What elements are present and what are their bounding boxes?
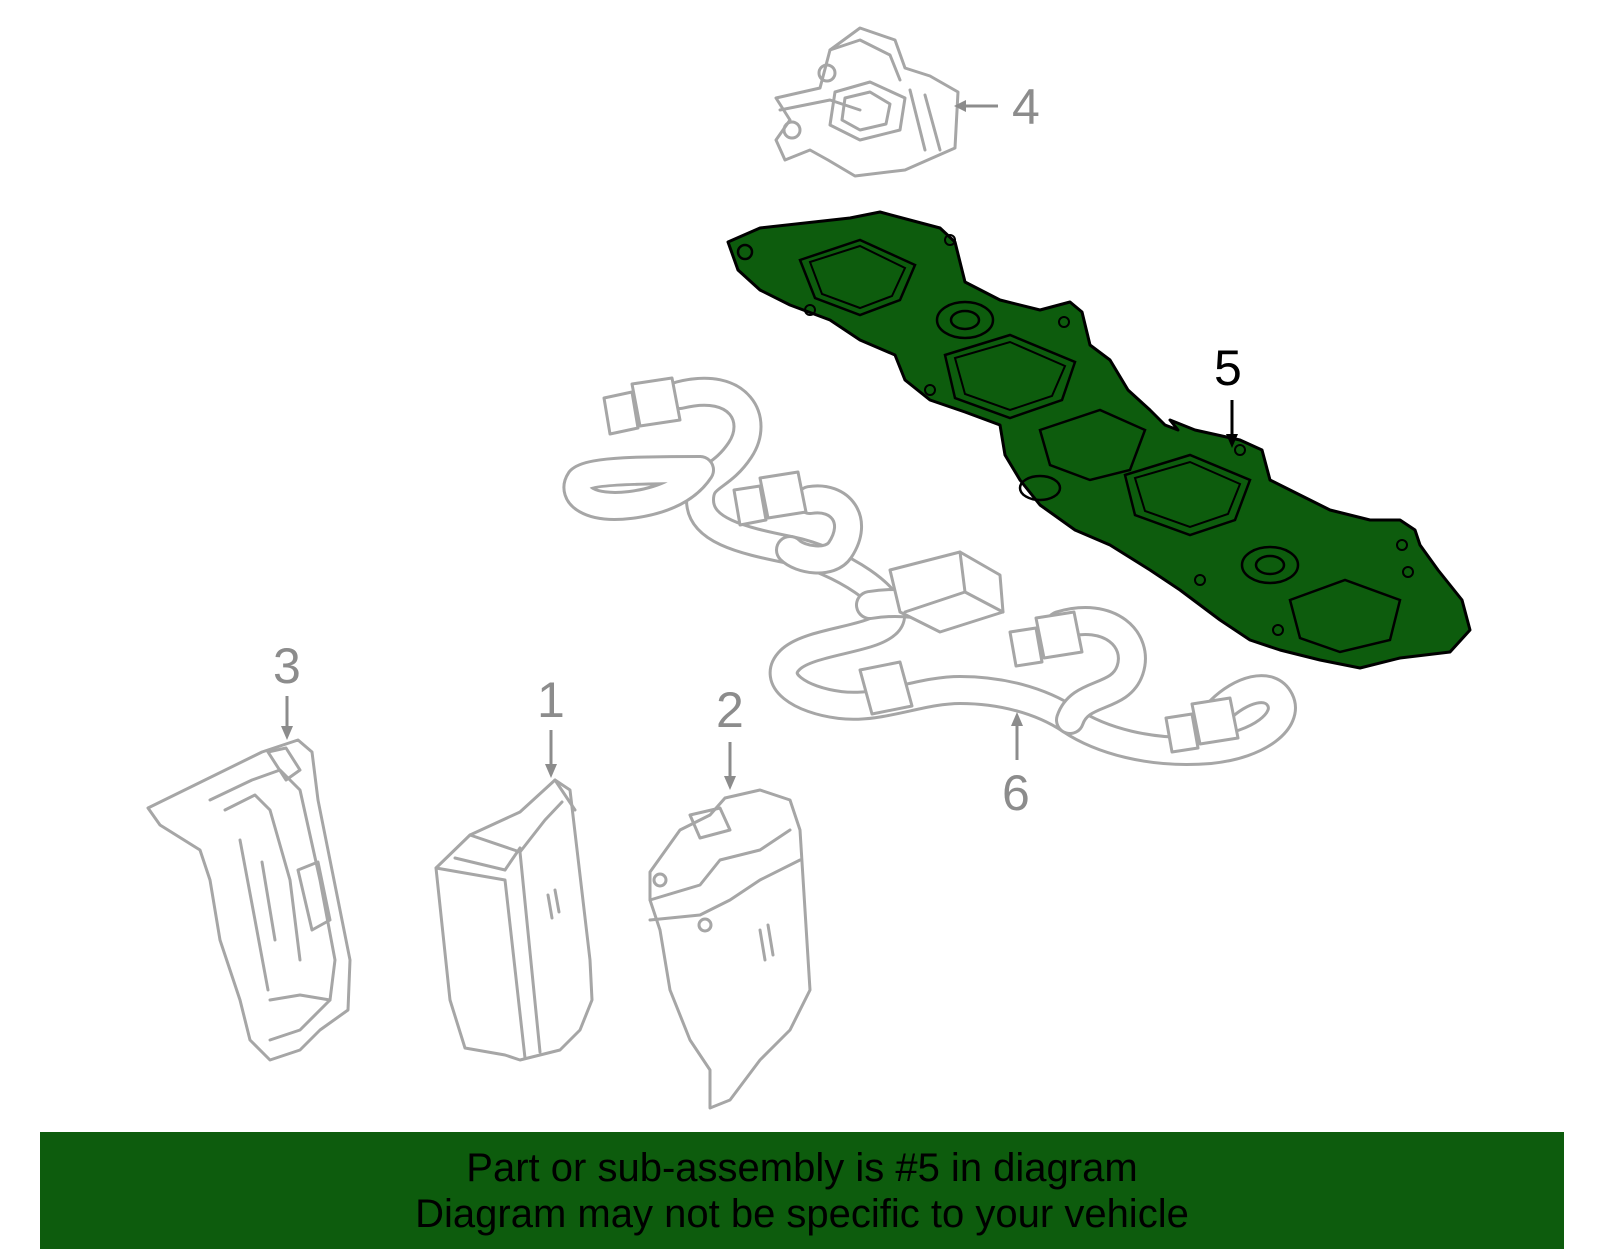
part-4-ignition-coil[interactable] xyxy=(774,26,960,178)
callout-1: 1 xyxy=(537,672,565,778)
callout-1-label: 1 xyxy=(537,672,565,728)
callout-4-label: 4 xyxy=(1012,79,1040,135)
callout-2: 2 xyxy=(716,682,744,790)
callout-2-label: 2 xyxy=(716,682,744,738)
callout-6: 6 xyxy=(1002,712,1030,821)
part-5-coil-bracket[interactable] xyxy=(726,210,1472,670)
callout-5-label: 5 xyxy=(1214,340,1242,396)
part-3-module-bracket[interactable] xyxy=(146,738,352,1062)
callout-3: 3 xyxy=(273,638,301,740)
callout-6-label: 6 xyxy=(1002,765,1030,821)
banner-background xyxy=(40,1132,1564,1249)
callout-4: 4 xyxy=(954,79,1040,135)
callout-5: 5 xyxy=(1214,340,1242,448)
part-2-module[interactable] xyxy=(648,788,812,1110)
part-1-control-module[interactable] xyxy=(434,778,594,1062)
info-banner: Part or sub-assembly is #5 in diagram Di… xyxy=(40,1132,1564,1249)
banner-line-2: Diagram may not be specific to your vehi… xyxy=(415,1191,1189,1236)
callout-3-label: 3 xyxy=(273,638,301,694)
banner-line-1: Part or sub-assembly is #5 in diagram xyxy=(466,1145,1138,1190)
part-6-wiring-harness[interactable] xyxy=(562,376,1297,766)
